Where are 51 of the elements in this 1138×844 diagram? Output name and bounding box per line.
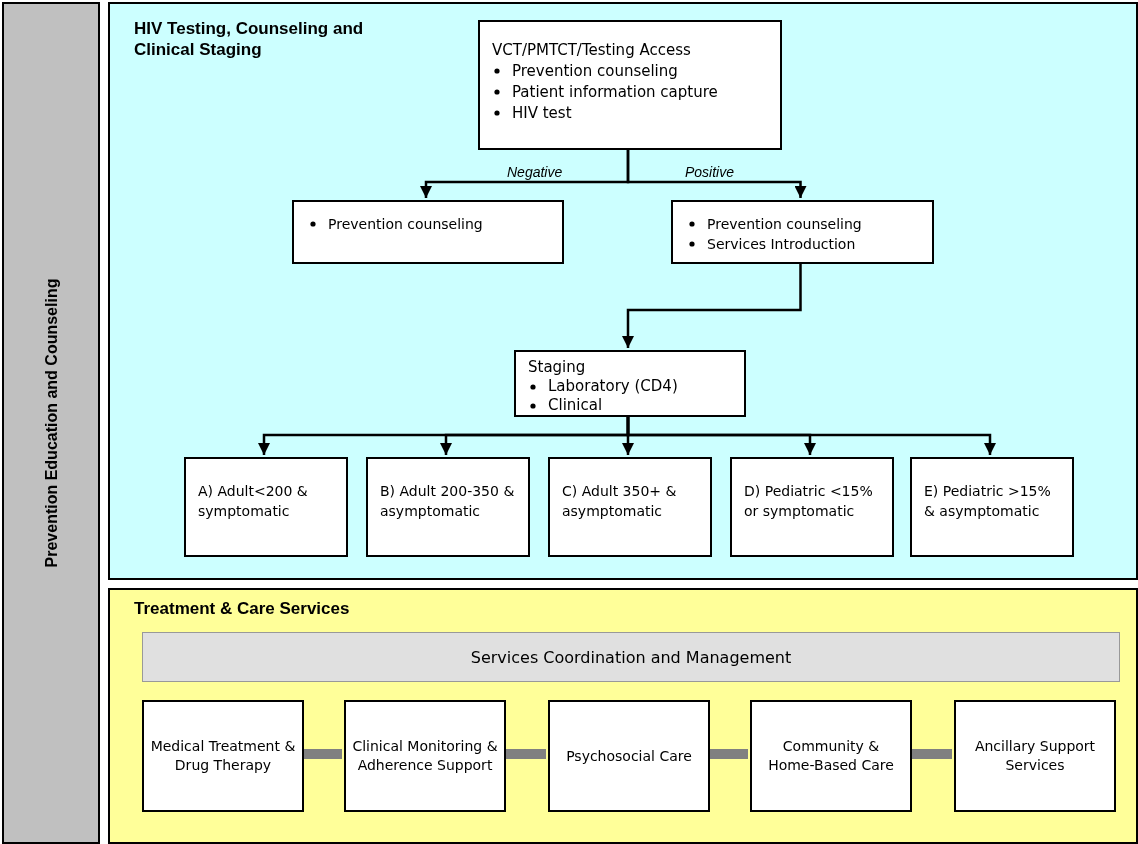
arrow [622,262,802,348]
category-box [184,457,348,557]
box-label: Clinical Monitoring & Adherence Support [352,737,498,775]
box-label: D) Pediatric <15% or symptomatic [744,482,874,521]
connector-bar [302,749,342,759]
category-box [730,457,894,557]
process-box [292,200,564,264]
category-box [910,457,1074,557]
bullet-item: Laboratory (CD4) [548,377,678,395]
connector-bar [504,749,546,759]
category-box [548,457,712,557]
bullet-item: Services Introduction [707,236,856,252]
connector-bar [910,749,952,759]
box-label: A) Adult<200 & symptomatic [198,482,309,521]
edge-label: Positive [683,164,737,180]
bullet-item: Prevention counseling [328,216,483,232]
arrow [626,148,807,198]
service-box [750,700,912,812]
side-title: Prevention Education and Counseling [41,278,61,568]
connector-bar [708,749,748,759]
box-label: Medical Treatment & Drug Therapy [150,737,296,775]
service-box [142,700,304,812]
section-panel [108,2,1138,580]
box-heading: VCT/PMTCT/Testing Access [492,40,692,61]
bullet-item: Patient information capture [512,83,718,101]
box-label: C) Adult 350+ & asymptomatic [562,482,678,521]
bullet-item: HIV test [512,104,572,122]
bar-title: Services Coordination and Management [470,647,792,667]
box-label: Psychosocial Care [566,746,692,766]
process-box [514,350,746,417]
category-box [366,457,530,557]
box-label: Ancillary Support Services [973,737,1097,775]
process-box [671,200,934,264]
box-heading: Staging [528,358,587,377]
bullet-item: Prevention counseling [512,62,678,80]
arrow [626,415,996,455]
section-panel [108,588,1138,844]
box-label: B) Adult 200-350 & asymptomatic [380,482,516,521]
box-label: E) Pediatric >15% & asymptomatic [924,482,1052,521]
service-box [548,700,710,812]
section-title: HIV Testing, Counseling and Clinical Staging [134,18,365,60]
bullet-item: Prevention counseling [707,216,862,232]
edge-label: Negative [505,164,565,180]
header-bar [142,632,1120,682]
side-band [2,2,100,844]
bullet-item: Clinical [548,396,603,414]
service-box [954,700,1116,812]
service-box [344,700,506,812]
section-title: Treatment & Care Services [134,598,351,619]
process-box [478,20,782,150]
box-label: Community & Home-Based Care [767,737,895,775]
